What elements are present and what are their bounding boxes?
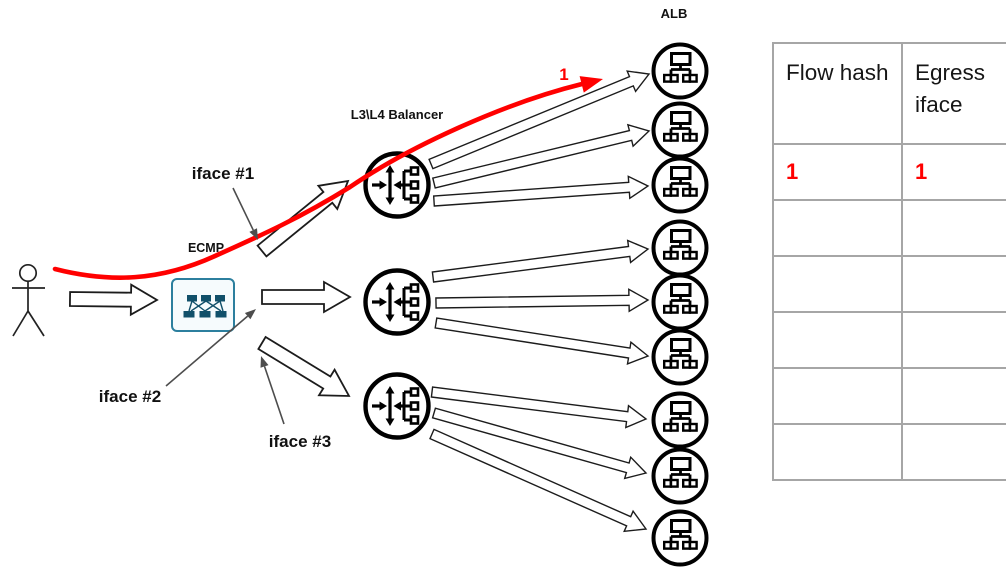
alb-node-5 <box>651 273 709 331</box>
cell-flow-hash <box>772 199 903 257</box>
fan-arrows <box>428 70 651 533</box>
cell-flow-hash: 1 <box>772 143 903 201</box>
ecmp-label: ECMP <box>188 241 224 255</box>
alb-node-2 <box>651 101 709 159</box>
annotation-arrow-line-3 <box>263 366 285 425</box>
iface-2-label: iface #2 <box>99 387 161 406</box>
fan-arrow-3 <box>432 175 650 207</box>
alb-node-1 <box>651 42 709 100</box>
annotation-arrow-head-1 <box>249 228 258 240</box>
balancer-node-2 <box>366 271 429 334</box>
iface-3-label: iface #3 <box>269 432 331 451</box>
iface-block-arrow-2 <box>261 280 352 314</box>
table-row <box>772 255 1006 313</box>
annotation-arrow-line-1 <box>232 187 254 231</box>
table-row: 1 1 <box>772 143 1006 201</box>
user-icon <box>12 263 45 337</box>
annotation-arrow-head-3 <box>260 356 269 368</box>
fan-arrow-4 <box>431 239 650 283</box>
flow-path-red <box>52 81 585 280</box>
alb-node-9 <box>651 509 709 567</box>
balancer-label: L3\L4 Balancer <box>351 107 444 122</box>
flow-hash-table: Flow hash Egress iface 1 1 <box>772 42 1006 481</box>
cell-egress-iface <box>901 423 1006 481</box>
table-header-row: Flow hash Egress iface <box>772 42 1006 145</box>
table-row <box>772 311 1006 369</box>
cell-flow-hash <box>772 255 903 313</box>
iface-block-arrow-3 <box>257 335 351 397</box>
fan-arrow-1 <box>428 70 651 170</box>
table-row <box>772 199 1006 257</box>
cell-flow-hash <box>772 423 903 481</box>
annotation-arrow-line-2 <box>165 315 249 387</box>
table-row <box>772 423 1006 481</box>
iface-arrows <box>68 179 352 397</box>
fan-arrow-8 <box>431 407 648 480</box>
fan-arrow-6 <box>434 317 650 365</box>
cell-egress-iface <box>901 255 1006 313</box>
cell-egress-iface <box>901 311 1006 369</box>
header-flow-hash: Flow hash <box>772 42 903 145</box>
flow-path-arrowhead <box>579 76 603 93</box>
annotation-arrow-head-2 <box>244 309 256 320</box>
fan-arrow-9 <box>429 428 648 533</box>
iface-1-label: iface #1 <box>192 164 254 183</box>
alb-node-6 <box>651 328 709 386</box>
alb-node-3 <box>651 156 709 214</box>
alb-label: ALB <box>661 6 688 21</box>
cell-flow-hash <box>772 311 903 369</box>
iface-block-arrow-1 <box>256 179 350 258</box>
fan-arrow-7 <box>430 386 648 429</box>
iface-block-arrow-0 <box>68 283 159 317</box>
cell-egress-iface <box>901 367 1006 425</box>
fan-arrow-5 <box>435 288 650 313</box>
balancer-node-1 <box>366 154 429 217</box>
flow-marker-label: 1 <box>559 65 568 84</box>
balancer-node-3 <box>366 375 429 438</box>
alb-node-4 <box>651 219 709 277</box>
alb-node-7 <box>651 391 709 449</box>
table-row <box>772 367 1006 425</box>
annotation-arrows <box>165 187 285 425</box>
alb-node-8 <box>651 447 709 505</box>
cell-egress-iface: 1 <box>901 143 1006 201</box>
ecmp-router-icon <box>171 278 235 332</box>
cell-egress-iface <box>901 199 1006 257</box>
fan-arrow-2 <box>431 123 651 189</box>
header-egress-iface: Egress iface <box>901 42 1006 145</box>
cell-flow-hash <box>772 367 903 425</box>
